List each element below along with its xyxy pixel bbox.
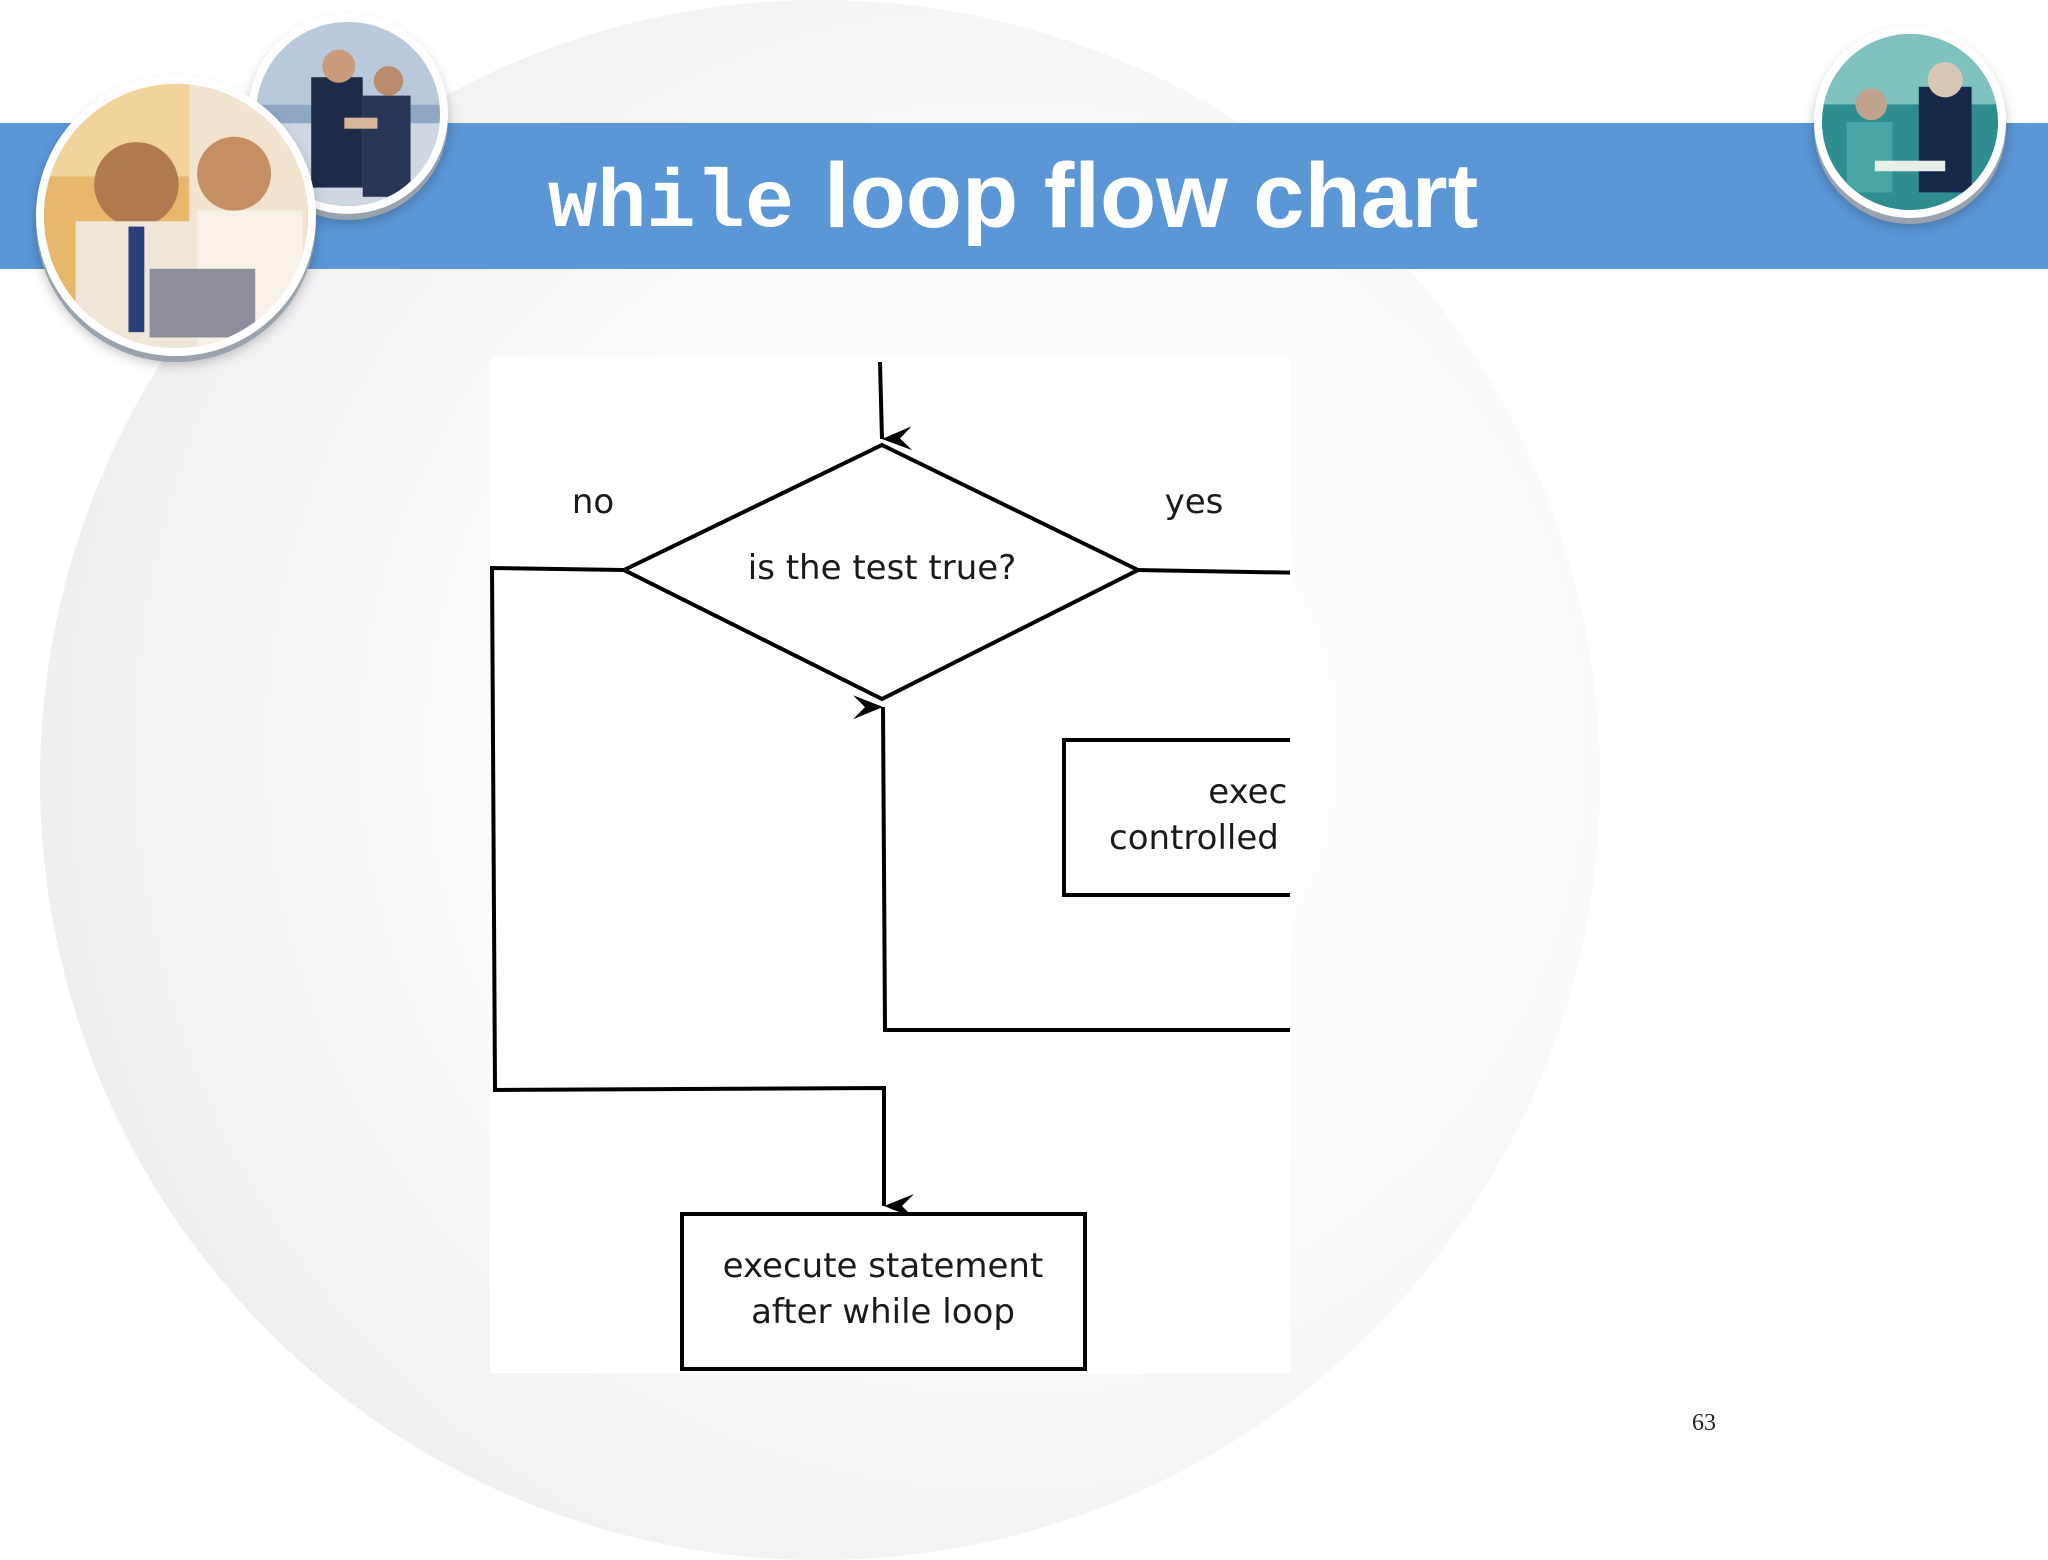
after-box [680, 1212, 1087, 1371]
photo-team-laptop [36, 76, 316, 356]
after-text-line1: execute statement [723, 1246, 1044, 1286]
flowchart: is the test true? yes execute the contro… [490, 357, 1290, 1373]
yes-arrow [1137, 568, 1290, 575]
entry-arrow [878, 361, 913, 451]
body-box [1062, 738, 1290, 897]
title-keyword: while [548, 157, 795, 251]
no-arrow [490, 565, 914, 1218]
title-text: loop flow chart [824, 144, 1479, 247]
after-text-line2: after while loop [751, 1292, 1015, 1332]
photo-meeting [1814, 26, 2006, 218]
yes-label: yes [1165, 482, 1224, 522]
body-text-line2: controlled statement(s) [1109, 818, 1290, 858]
slide-title: while loop flow chart [548, 123, 1478, 269]
loop-back-arrow [852, 695, 1290, 1032]
decision-text: is the test true? [748, 548, 1017, 588]
no-label: no [572, 482, 614, 522]
body-text-line1: execute the [1208, 772, 1290, 812]
page-number: 63 [1692, 1410, 1716, 1436]
